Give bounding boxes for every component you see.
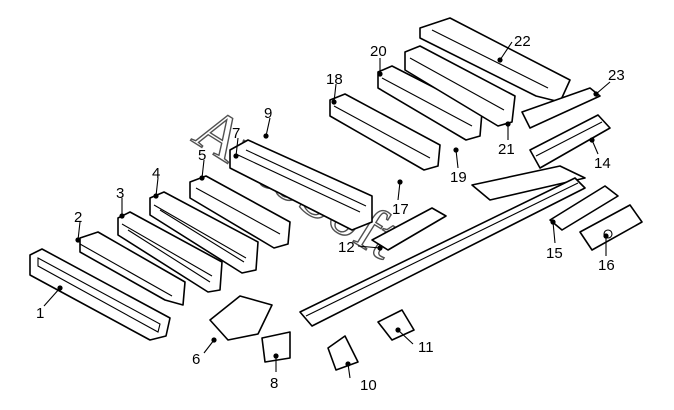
callout-23: 23	[608, 67, 625, 84]
callout-15: 15	[546, 245, 563, 262]
callout-3: 3	[116, 185, 124, 202]
part-3	[117, 211, 223, 293]
callout-16: 16	[598, 257, 615, 274]
callout-17: 17	[392, 201, 409, 218]
part-15	[549, 185, 619, 231]
callout-7: 7	[232, 125, 240, 142]
callout-2: 2	[74, 209, 82, 226]
callout-21: 21	[498, 141, 515, 158]
part-21	[404, 45, 516, 127]
callout-8: 8	[270, 375, 278, 392]
part-2	[79, 231, 186, 306]
part-6	[209, 295, 273, 341]
part-1	[29, 248, 171, 341]
part-12-rail	[299, 177, 586, 327]
callout-11: 11	[418, 339, 434, 356]
part-20	[377, 65, 483, 141]
part-23	[521, 87, 601, 129]
leader-lines	[43, 41, 611, 379]
part-17-rail	[471, 165, 586, 201]
callout-9: 9	[264, 105, 272, 122]
callout-12: 12	[338, 239, 355, 256]
callout-10: 10	[360, 377, 377, 394]
callout-18: 18	[326, 71, 343, 88]
part-14	[529, 114, 611, 169]
part-7-9	[229, 139, 373, 231]
part-11	[377, 309, 415, 341]
callout-5: 5	[198, 147, 206, 164]
callout-20: 20	[370, 43, 387, 60]
part-4	[149, 191, 259, 274]
part-18	[329, 93, 441, 171]
callout-19: 19	[450, 169, 467, 186]
part-5	[189, 175, 291, 249]
callout-14: 14	[594, 155, 611, 172]
part-16	[579, 204, 643, 251]
part-8	[261, 331, 291, 363]
part-10	[327, 335, 359, 371]
callout-labels: 1 2 3 4 5 6 7 8 9 10 11 12 14 15 16 17 1…	[36, 33, 625, 394]
part-12-box	[371, 207, 447, 251]
callout-4: 4	[152, 165, 160, 182]
callout-1: 1	[36, 305, 44, 322]
callout-6: 6	[192, 351, 200, 368]
callout-22: 22	[514, 33, 531, 50]
